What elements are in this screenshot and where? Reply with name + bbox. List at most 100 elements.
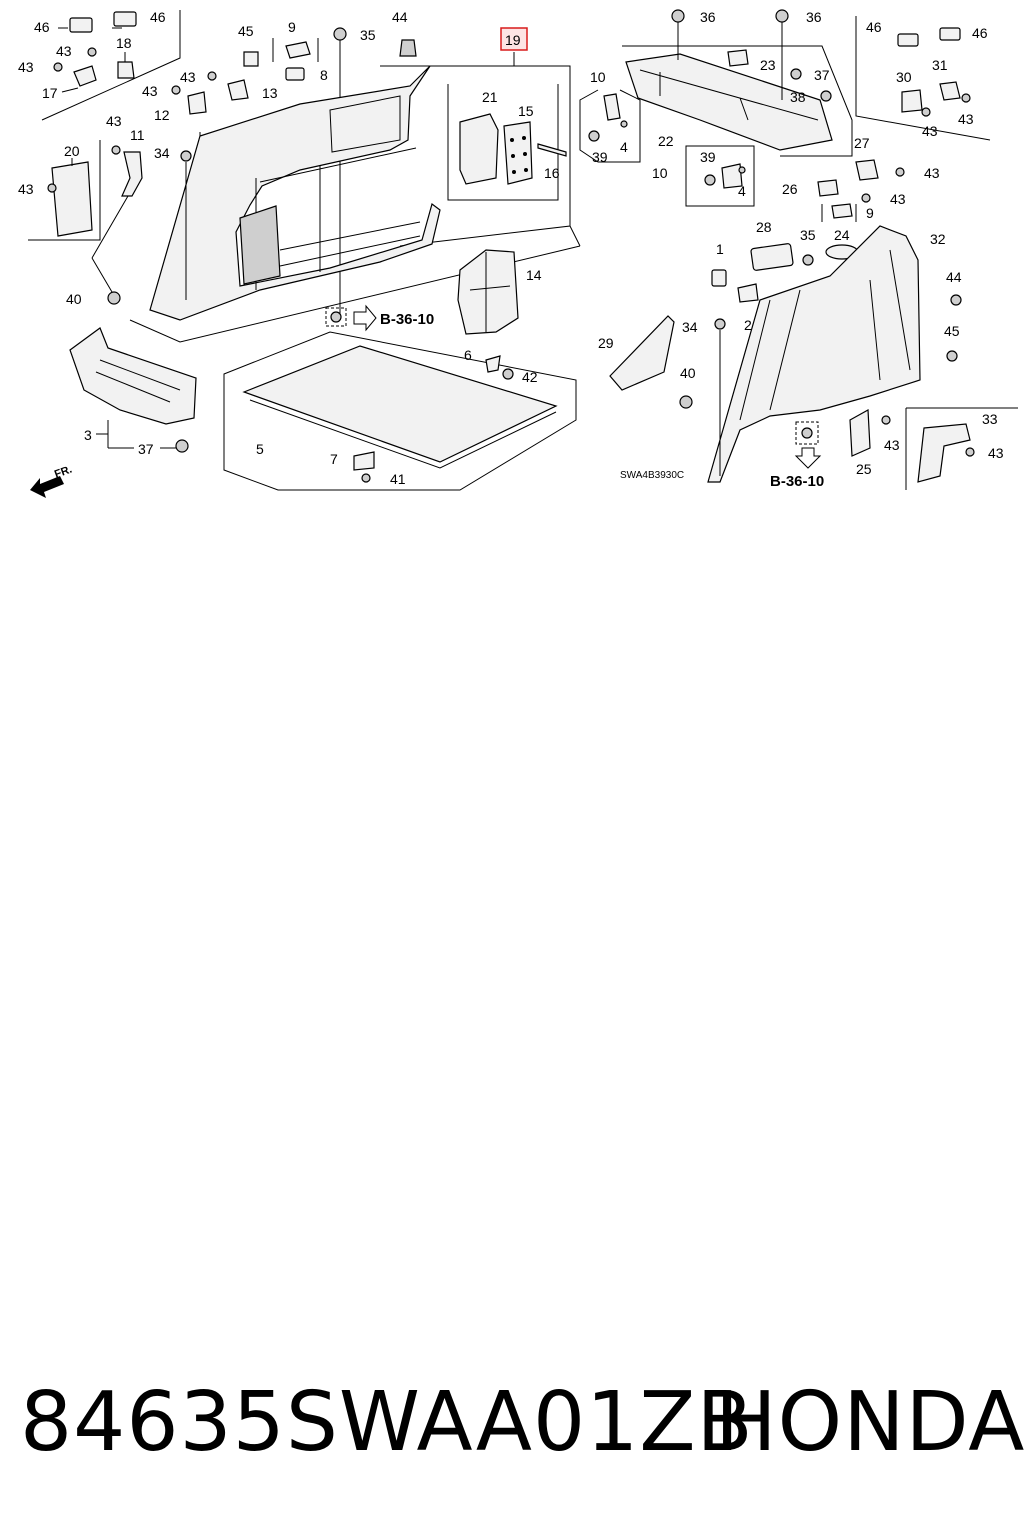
hook-10b bbox=[721, 163, 743, 189]
clip-44b bbox=[950, 294, 962, 306]
callout-43i: 43 bbox=[924, 165, 940, 181]
screw-43h bbox=[961, 93, 971, 103]
clips-center-top bbox=[171, 27, 417, 318]
bracket-11 bbox=[121, 151, 143, 197]
callout-46c: 46 bbox=[866, 19, 882, 35]
handle-7 bbox=[353, 451, 375, 471]
section-ref-left bbox=[325, 304, 377, 332]
clip-37a bbox=[175, 439, 189, 453]
part-number: 84635SWAA01ZB bbox=[20, 1375, 754, 1470]
callout-36a: 36 bbox=[700, 9, 716, 25]
callout-2: 2 bbox=[744, 317, 752, 333]
callout-37a: 37 bbox=[138, 441, 154, 457]
callout-21: 21 bbox=[482, 89, 498, 105]
callout-35a: 35 bbox=[360, 27, 376, 43]
clip-35b bbox=[802, 254, 814, 266]
callout-4a: 4 bbox=[620, 139, 628, 155]
callout-11: 11 bbox=[130, 127, 145, 143]
highlight-19-box bbox=[500, 27, 528, 51]
plate-15 bbox=[503, 121, 533, 185]
callout-43j: 43 bbox=[890, 191, 906, 207]
callout-13: 13 bbox=[262, 85, 278, 101]
callout-43g: 43 bbox=[922, 123, 938, 139]
clip-46b bbox=[113, 11, 137, 27]
clip-37b bbox=[790, 68, 802, 80]
clip-46a bbox=[69, 17, 93, 33]
clip-27 bbox=[855, 159, 879, 181]
plug-2 bbox=[737, 283, 759, 303]
rear-panel-22 bbox=[625, 53, 833, 151]
callout-1: 1 bbox=[716, 241, 724, 257]
cover-14 bbox=[457, 249, 519, 335]
callout-5: 5 bbox=[256, 441, 264, 457]
callout-43e: 43 bbox=[142, 83, 158, 99]
callout-25: 25 bbox=[856, 461, 872, 477]
callout-32: 32 bbox=[930, 231, 946, 247]
floor-board-5 bbox=[242, 345, 558, 463]
pocket-21 bbox=[459, 113, 499, 185]
bracket-25 bbox=[849, 409, 871, 457]
callout-27: 27 bbox=[854, 135, 870, 151]
screw-43a bbox=[87, 47, 97, 57]
drawing-code: SWA4B3930C bbox=[620, 470, 684, 481]
clip-45b bbox=[946, 350, 958, 362]
bolt-39b bbox=[704, 174, 716, 186]
callout-10b: 10 bbox=[652, 165, 668, 181]
clip-36b bbox=[775, 9, 789, 23]
screw-42 bbox=[502, 368, 514, 380]
left-side-trim-panel bbox=[129, 65, 581, 343]
callout-9b: 9 bbox=[866, 205, 874, 221]
callout-4b: 4 bbox=[738, 183, 746, 199]
brand-name: HONDA bbox=[715, 1375, 1024, 1470]
clip-35a bbox=[333, 27, 347, 41]
callout-36b: 36 bbox=[806, 9, 822, 25]
callout-3: 3 bbox=[84, 427, 92, 443]
screw-43c bbox=[47, 183, 57, 193]
clip-44a bbox=[399, 39, 417, 57]
clips-26-27 bbox=[817, 159, 905, 222]
trim-29 bbox=[609, 315, 675, 391]
callout-45a: 45 bbox=[238, 23, 254, 39]
parts-diagram: 1 2 3 4 4 5 6 7 8 9 9 10 10 11 12 13 14 … bbox=[18, 9, 1018, 498]
callout-16: 16 bbox=[544, 165, 560, 181]
screw-43e bbox=[171, 85, 181, 95]
screw-16 bbox=[537, 143, 567, 157]
callout-43f: 43 bbox=[180, 69, 196, 85]
callout-34a: 34 bbox=[154, 145, 170, 161]
screw-40b bbox=[679, 395, 693, 409]
section-ref-right-label: B-36-10 bbox=[770, 473, 824, 490]
callout-38: 38 bbox=[790, 89, 806, 105]
section-ref-left-label: B-36-10 bbox=[380, 311, 434, 328]
clip-9b bbox=[831, 203, 853, 219]
bracket-31 bbox=[939, 81, 961, 101]
bracket-20 bbox=[51, 161, 93, 237]
callout-46a: 46 bbox=[34, 19, 50, 35]
callout-43b: 43 bbox=[18, 59, 34, 75]
hook-10a bbox=[603, 93, 621, 121]
callout-30: 30 bbox=[896, 69, 912, 85]
callout-10a: 10 bbox=[590, 69, 606, 85]
hook-6 bbox=[485, 355, 501, 373]
callout-43c: 43 bbox=[18, 181, 34, 197]
trim-panel-32 bbox=[707, 225, 921, 483]
callout-17: 17 bbox=[42, 85, 58, 101]
bracket-20-group bbox=[28, 140, 101, 241]
callout-20: 20 bbox=[64, 143, 80, 159]
screw-43f bbox=[207, 71, 217, 81]
bracket-33 bbox=[917, 423, 971, 483]
callout-43k: 43 bbox=[884, 437, 900, 453]
screw-43j bbox=[861, 193, 871, 203]
bracket-33-group bbox=[905, 407, 1018, 490]
screw-40a bbox=[107, 291, 121, 305]
callout-23: 23 bbox=[760, 57, 776, 73]
callout-8: 8 bbox=[320, 67, 328, 83]
top-left-corner-group bbox=[41, 10, 181, 121]
clip-13 bbox=[227, 79, 249, 101]
callout-40a: 40 bbox=[66, 291, 82, 307]
callout-42: 42 bbox=[522, 369, 538, 385]
callout-9a: 9 bbox=[288, 19, 296, 35]
bracket-18 bbox=[117, 61, 135, 79]
clip-46d bbox=[939, 27, 961, 41]
callout-43h: 43 bbox=[958, 111, 974, 127]
callout-12: 12 bbox=[154, 107, 170, 123]
